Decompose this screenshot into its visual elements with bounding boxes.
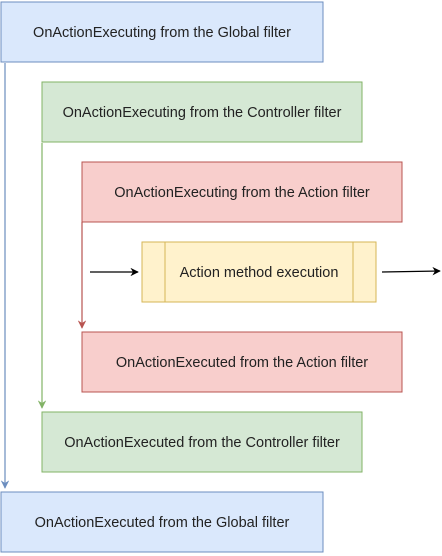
action-executed-label: OnActionExecuted from the Action filter xyxy=(116,355,368,371)
global-executing-label: OnActionExecuting from the Global filter xyxy=(33,25,291,41)
controller-executing-node: OnActionExecuting from the Controller fi… xyxy=(41,81,363,143)
controller-executed-node: OnActionExecuted from the Controller fil… xyxy=(41,411,363,473)
action-executed-node: OnActionExecuted from the Action filter xyxy=(81,331,403,393)
global-executed-node: OnActionExecuted from the Global filter xyxy=(0,491,324,553)
method-output-arrow xyxy=(381,266,441,276)
controller-executing-label: OnActionExecuting from the Controller fi… xyxy=(63,105,342,121)
global-executed-label: OnActionExecuted from the Global filter xyxy=(35,515,290,531)
action-method-node: Action method execution xyxy=(141,241,377,303)
global-executing-node: OnActionExecuting from the Global filter xyxy=(0,1,324,63)
action-executing-node: OnActionExecuting from the Action filter xyxy=(81,161,403,223)
controller-executed-label: OnActionExecuted from the Controller fil… xyxy=(64,435,340,451)
action-executing-label: OnActionExecuting from the Action filter xyxy=(114,185,370,201)
action-method-label: Action method execution xyxy=(180,265,339,281)
